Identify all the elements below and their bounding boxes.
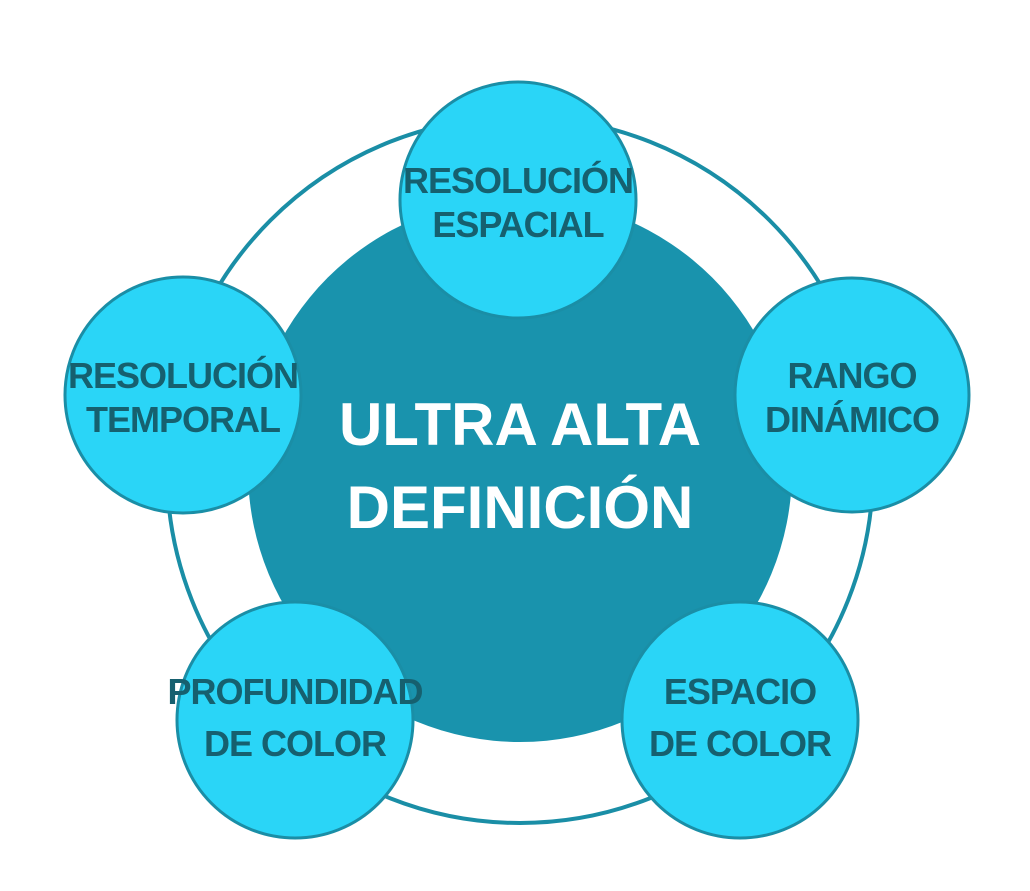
node-label-line-2: ESPACIAL: [432, 204, 603, 245]
node-label-line-1: RANGO: [788, 355, 917, 396]
center-title-line-2: DEFINICIÓN: [347, 474, 694, 541]
node-resolucion-espacial: RESOLUCIÓN ESPACIAL: [398, 80, 638, 320]
node-profundidad-de-color: PROFUNDIDAD DE COLOR: [168, 600, 424, 840]
node-circle: [733, 276, 971, 514]
center-circle: [248, 198, 792, 742]
node-label-line-2: TEMPORAL: [86, 399, 280, 440]
node-espacio-de-color: ESPACIO DE COLOR: [620, 600, 860, 840]
node-label-line-2: DE COLOR: [649, 723, 832, 764]
node-circle: [175, 600, 415, 840]
node-label-line-1: PROFUNDIDAD: [168, 671, 423, 712]
node-rango-dinamico: RANGO DINÁMICO: [733, 276, 971, 514]
node-resolucion-temporal: RESOLUCIÓN TEMPORAL: [63, 275, 303, 515]
node-label-line-1: RESOLUCIÓN: [403, 159, 633, 201]
node-label-line-2: DE COLOR: [204, 723, 387, 764]
node-circle: [398, 80, 638, 320]
node-label-line-2: DINÁMICO: [765, 399, 939, 440]
node-label-line-1: ESPACIO: [664, 671, 816, 712]
node-circle: [63, 275, 303, 515]
center-title-line-1: ULTRA ALTA: [339, 391, 701, 458]
node-label-line-1: RESOLUCIÓN: [68, 354, 298, 396]
node-circle: [620, 600, 860, 840]
